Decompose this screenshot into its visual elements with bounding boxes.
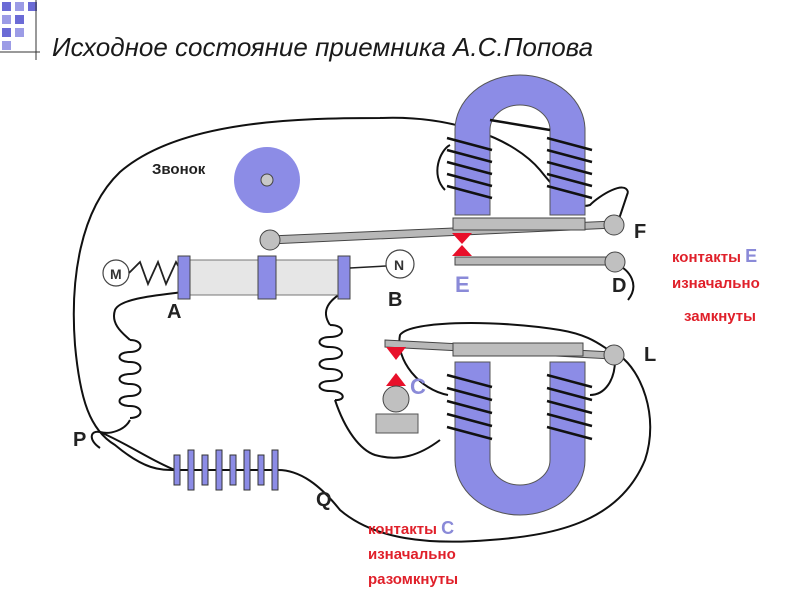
label-c: C bbox=[410, 374, 426, 399]
terminal-m-label: M bbox=[110, 266, 122, 282]
label-a: A bbox=[167, 301, 181, 323]
coherer bbox=[102, 249, 415, 300]
note-c-line1: контакты C bbox=[368, 518, 454, 538]
note-c-line2: изначально bbox=[368, 546, 456, 563]
note-e-line2: изначально bbox=[672, 275, 760, 292]
label-b: B bbox=[388, 289, 402, 311]
note-e-line1: контакты E bbox=[672, 246, 757, 266]
upper-armature bbox=[259, 214, 625, 251]
label-f: F bbox=[634, 221, 646, 243]
terminal-n-label: N bbox=[394, 257, 404, 273]
label-e: E bbox=[455, 272, 470, 297]
lower-armature bbox=[384, 339, 625, 366]
bell-label: Звонок bbox=[152, 161, 206, 178]
label-q: Q bbox=[316, 489, 332, 511]
bell bbox=[234, 147, 300, 213]
battery bbox=[173, 449, 279, 491]
upper-electromagnet bbox=[446, 74, 593, 216]
corner-decoration bbox=[0, 0, 40, 60]
right-inductor bbox=[318, 324, 344, 402]
label-p: P bbox=[73, 429, 86, 451]
contact-e bbox=[452, 233, 472, 256]
note-e-line3: замкнуты bbox=[684, 308, 756, 325]
label-l: L bbox=[644, 344, 656, 366]
note-c-line3: разомкнуты bbox=[368, 571, 458, 588]
label-d: D bbox=[612, 275, 626, 297]
contact-d-bar bbox=[454, 251, 626, 273]
contact-c bbox=[375, 347, 419, 434]
left-inductor bbox=[118, 339, 142, 419]
page-title: Исходное состояние приемника А.С.Попова bbox=[52, 32, 594, 62]
lower-electromagnet bbox=[446, 361, 593, 516]
